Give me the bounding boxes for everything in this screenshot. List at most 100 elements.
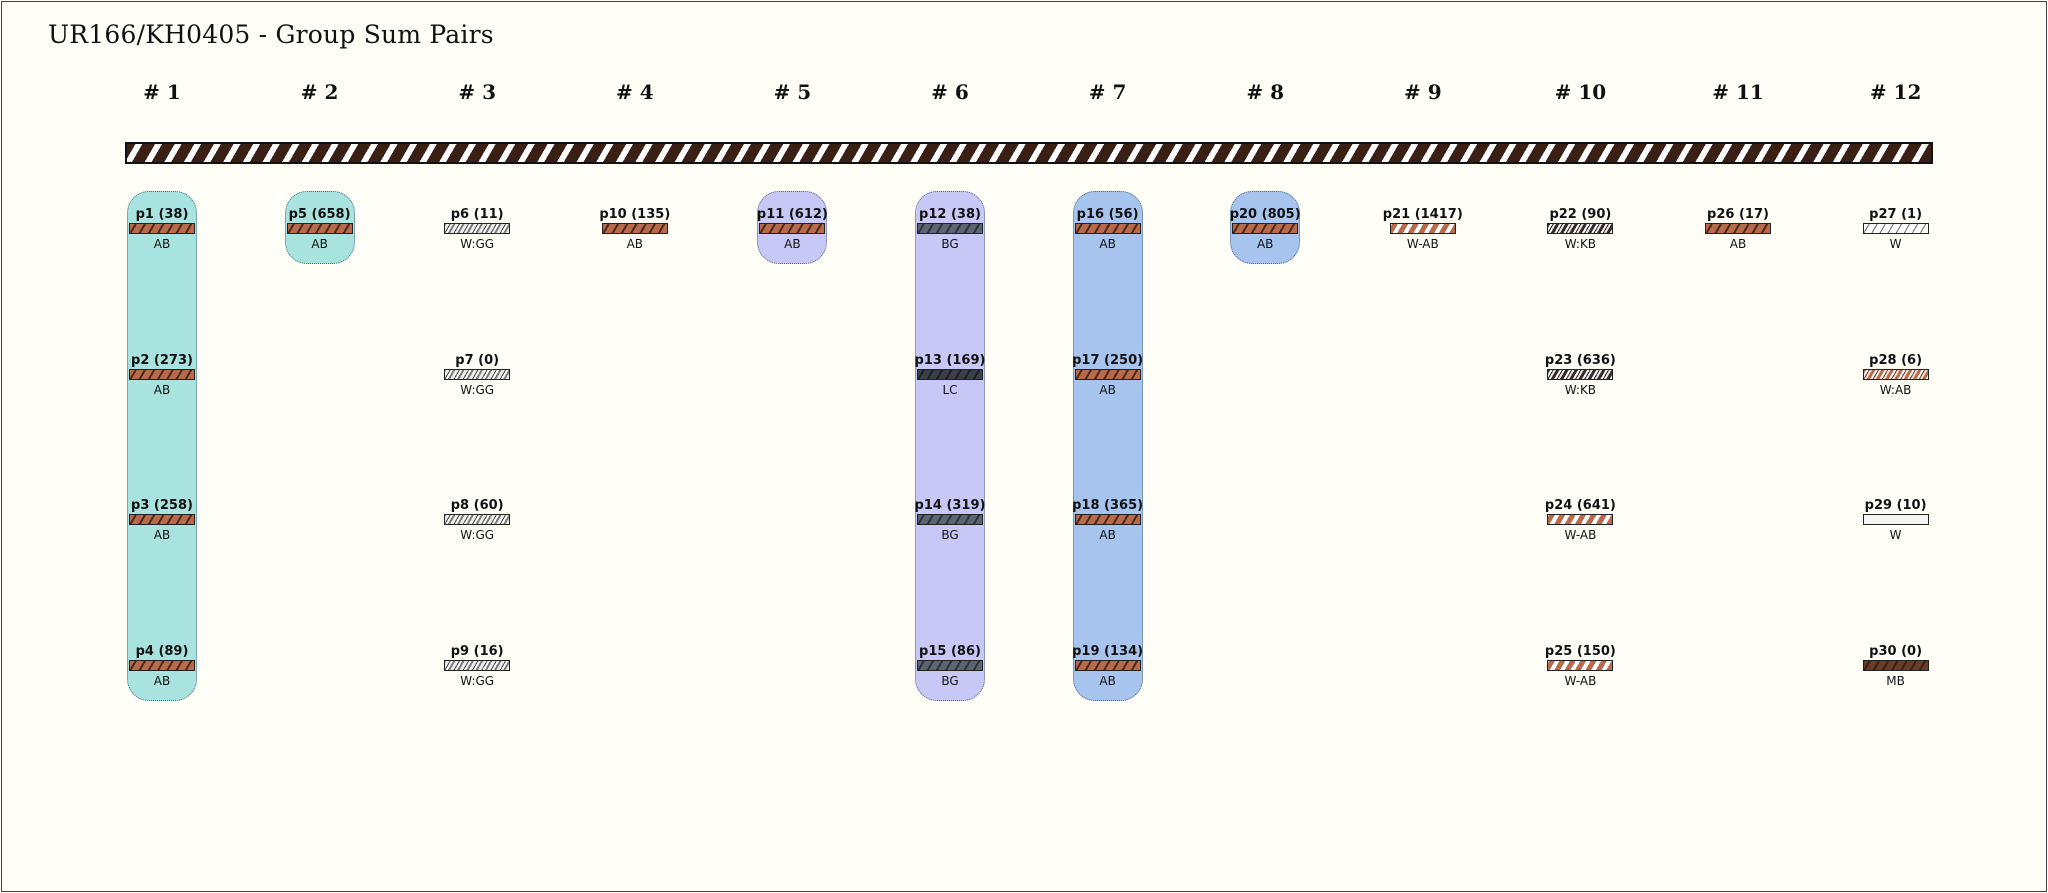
piece-label: p23 (636) [1544, 352, 1616, 368]
piece-label: p30 (0) [1869, 643, 1923, 659]
piece-label: p14 (319) [914, 498, 986, 513]
piece-pattern-swatch [444, 659, 511, 671]
piece-pattern-swatch [1074, 368, 1141, 380]
column-header: # 2 [300, 80, 339, 104]
column-header: # 6 [931, 80, 969, 104]
piece-pattern-swatch [1547, 659, 1614, 671]
piece-item: p25 (150)W-AB [1535, 644, 1625, 689]
piece-item: p1 (38)AB [117, 207, 207, 252]
group-highlight [915, 191, 985, 701]
piece-pattern-swatch [129, 223, 195, 234]
piece-type: W:GG [460, 528, 495, 542]
column-header: # 8 [1246, 80, 1284, 104]
piece-label: p12 (38) [919, 207, 981, 222]
piece-item: p6 (11)W:GG [432, 207, 522, 252]
piece-type: LC [942, 382, 958, 397]
column-header: # 11 [1712, 80, 1764, 104]
piece-pattern-swatch [1074, 659, 1141, 671]
piece-type: AB [1099, 673, 1116, 688]
piece-item: p11 (612) AB [747, 207, 837, 252]
piece-pattern-swatch [1389, 223, 1456, 234]
column-header: # 5 [773, 80, 812, 104]
group-highlight [1072, 191, 1143, 701]
piece-pattern-swatch [1074, 223, 1141, 234]
piece-label: p6 (11) [450, 207, 504, 222]
piece-type: AB [784, 237, 801, 251]
piece-type: AB [1099, 237, 1116, 251]
piece-label: p17 (250) [1072, 352, 1144, 368]
piece-type: W [1889, 528, 1902, 542]
piece-label: p18 (365) [1072, 498, 1144, 513]
piece-item: p20 (805) AB [1220, 207, 1310, 252]
piece-item: p2 (273) AB [117, 353, 207, 398]
piece-item: p19 (134)AB [1063, 644, 1153, 689]
piece-item: p5 (658)AB [275, 207, 365, 252]
piece-pattern-swatch [601, 223, 668, 234]
piece-type: AB [153, 382, 171, 397]
group-highlight [127, 191, 197, 701]
piece-type: AB [1729, 237, 1747, 251]
piece-item: p24 (641)W-AB [1535, 498, 1625, 543]
piece-pattern-swatch [1547, 223, 1614, 234]
piece-type: AB [1256, 237, 1274, 251]
piece-pattern-swatch [444, 223, 511, 234]
piece-pattern-swatch [1074, 514, 1141, 525]
column-header: # 1 [143, 80, 181, 104]
piece-pattern-swatch [129, 368, 195, 380]
piece-pattern-swatch [917, 223, 983, 234]
piece-label: p8 (60) [450, 498, 504, 513]
piece-label: p5 (658) [288, 207, 351, 222]
piece-label: p20 (805) [1229, 207, 1301, 222]
piece-type: AB [153, 528, 171, 542]
piece-label: p16 (56) [1076, 207, 1139, 222]
piece-label: p3 (258) [131, 498, 193, 513]
piece-label: p13 (169) [914, 352, 986, 368]
piece-type: AB [153, 673, 171, 688]
piece-item: p10 (135) AB [590, 207, 680, 252]
piece-pattern-swatch [129, 514, 195, 525]
piece-item: p16 (56) AB [1063, 207, 1153, 252]
piece-type: AB [1099, 382, 1116, 397]
piece-label: p10 (135) [599, 207, 671, 222]
piece-type: AB [626, 237, 644, 251]
piece-type: BG [941, 237, 959, 251]
piece-type: AB [153, 237, 171, 251]
piece-item: p18 (365) AB [1063, 498, 1153, 543]
piece-pattern-swatch [1862, 659, 1929, 671]
piece-label: p9 (16) [450, 643, 504, 659]
piece-label: p21 (1417) [1382, 207, 1463, 222]
piece-pattern-swatch [286, 223, 353, 234]
column-header: # 4 [615, 80, 654, 104]
piece-item: p22 (90)W:KB [1535, 207, 1625, 252]
column-header: # 12 [1869, 80, 1922, 104]
piece-label: p27 (1) [1869, 207, 1923, 222]
piece-type: MB [1886, 673, 1905, 688]
piece-label: p29 (10) [1864, 498, 1927, 513]
piece-pattern-swatch [1862, 368, 1929, 380]
piece-pattern-swatch [1862, 223, 1929, 234]
piece-type: W-AB [1406, 237, 1439, 251]
column-header: # 3 [458, 80, 496, 104]
piece-pattern-swatch [1862, 514, 1929, 525]
piece-pattern-swatch [1705, 223, 1771, 234]
piece-label: p2 (273) [131, 352, 193, 368]
piece-pattern-swatch [1547, 368, 1614, 380]
piece-type: BG [941, 673, 959, 688]
piece-item: p14 (319)BG [905, 498, 995, 543]
piece-item: p7 (0)W:GG [432, 353, 522, 398]
piece-label: p11 (612) [756, 207, 828, 222]
piece-item: p8 (60) W:GG [432, 498, 522, 543]
piece-type: AB [1099, 528, 1116, 542]
piece-pattern-swatch [759, 223, 826, 234]
page-title: UR166/KH0405 - Group Sum Pairs [48, 20, 494, 49]
piece-label: p15 (86) [919, 643, 981, 659]
piece-label: p4 (89) [135, 643, 189, 659]
piece-item: p28 (6)W:AB [1851, 353, 1941, 398]
piece-type: W-AB [1564, 673, 1597, 688]
piece-item: p26 (17)AB [1693, 207, 1783, 252]
piece-item: p17 (250) AB [1063, 353, 1153, 398]
piece-label: p22 (90) [1549, 207, 1612, 222]
piece-pattern-swatch [917, 514, 983, 525]
piece-item: p15 (86) BG [905, 644, 995, 689]
